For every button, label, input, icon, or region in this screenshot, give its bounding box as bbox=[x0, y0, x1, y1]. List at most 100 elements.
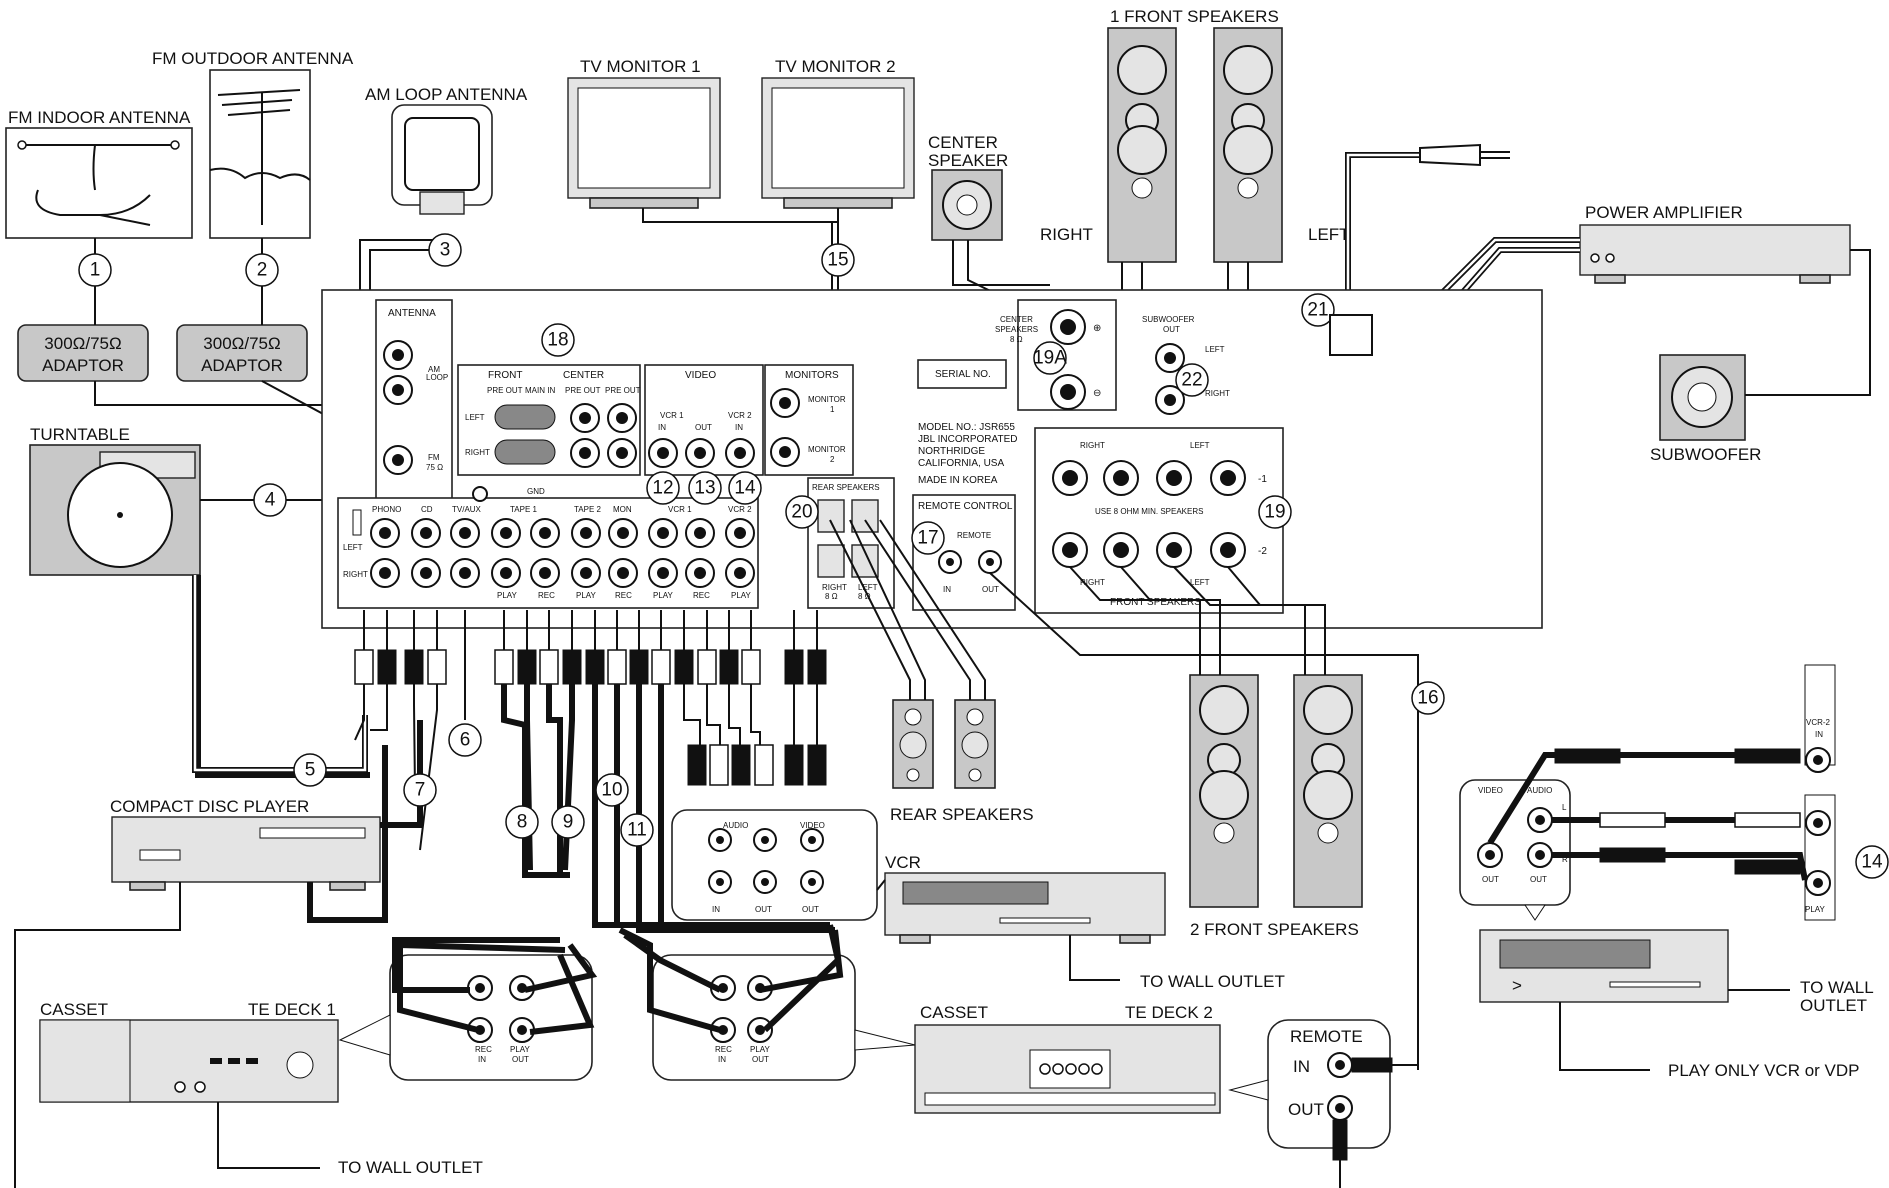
svg-text:RIGHT: RIGHT bbox=[1080, 578, 1105, 587]
callout-6: 6 bbox=[448, 723, 482, 757]
svg-text:SUBWOOFER: SUBWOOFER bbox=[1142, 315, 1195, 324]
svg-text:PRE OUT: PRE OUT bbox=[487, 386, 523, 395]
svg-text:PLAY: PLAY bbox=[510, 1045, 531, 1054]
callout-14: 14 bbox=[728, 471, 762, 505]
antenna-am-jacks bbox=[383, 340, 413, 405]
svg-text:TO WALL OUTLET: TO WALL OUTLET bbox=[338, 1158, 483, 1177]
svg-text:R: R bbox=[1562, 855, 1568, 864]
svg-text:REMOTE CONTROL: REMOTE CONTROL bbox=[918, 501, 1013, 512]
svg-text:15: 15 bbox=[827, 250, 848, 271]
svg-text:IN: IN bbox=[712, 905, 720, 914]
center-speaker: CENTER SPEAKER bbox=[928, 133, 1008, 241]
callout-8: 8 bbox=[505, 805, 539, 839]
svg-text:PLAY ONLY VCR or VDP: PLAY ONLY VCR or VDP bbox=[1668, 1061, 1859, 1080]
callout-9: 9 bbox=[551, 805, 585, 839]
input-jacks-bottom bbox=[370, 558, 755, 588]
svg-text:OUT: OUT bbox=[1163, 325, 1180, 334]
power-amplifier: POWER AMPLIFIER bbox=[1579, 203, 1851, 284]
adaptor-1: 300Ω/75Ω ADAPTOR bbox=[17, 324, 149, 382]
svg-text:LEFT: LEFT bbox=[465, 413, 485, 422]
svg-text:16: 16 bbox=[1417, 688, 1438, 709]
svg-text:TO WALL: TO WALL bbox=[1800, 978, 1874, 997]
vcr: VCR bbox=[884, 853, 1166, 944]
svg-text:10: 10 bbox=[601, 780, 622, 801]
svg-text:21: 21 bbox=[1307, 300, 1328, 321]
subwoofer: SUBWOOFER bbox=[1650, 354, 1761, 464]
callout-17: 17 bbox=[911, 521, 945, 555]
vcr2-connection: VIDEO AUDIO L R OUT OUT VCR-2 IN PLAY bbox=[1459, 664, 1836, 921]
svg-text:FRONT: FRONT bbox=[488, 370, 522, 381]
svg-text:PLAY: PLAY bbox=[576, 591, 597, 600]
svg-text:PLAY: PLAY bbox=[653, 591, 674, 600]
svg-text:2: 2 bbox=[257, 260, 268, 281]
svg-text:VCR 1: VCR 1 bbox=[660, 411, 684, 420]
svg-text:TE DECK 1: TE DECK 1 bbox=[248, 1000, 336, 1019]
svg-text:OUTLET: OUTLET bbox=[1800, 996, 1867, 1015]
svg-text:RIGHT: RIGHT bbox=[465, 448, 490, 457]
svg-text:SPEAKER: SPEAKER bbox=[928, 151, 1008, 170]
svg-text:PLAY: PLAY bbox=[750, 1045, 771, 1054]
svg-text:19A: 19A bbox=[1033, 348, 1067, 369]
svg-text:8 Ω: 8 Ω bbox=[1010, 335, 1023, 344]
svg-text:6: 6 bbox=[460, 730, 471, 751]
svg-text:8 Ω: 8 Ω bbox=[858, 592, 871, 601]
svg-text:VIDEO: VIDEO bbox=[800, 821, 825, 830]
svg-text:MADE IN KOREA: MADE IN KOREA bbox=[918, 475, 998, 486]
svg-text:IN: IN bbox=[658, 423, 666, 432]
svg-text:VCR: VCR bbox=[885, 853, 921, 872]
svg-text:TURNTABLE: TURNTABLE bbox=[30, 425, 130, 444]
svg-text:OUT: OUT bbox=[755, 905, 772, 914]
svg-text:PRE OUT: PRE OUT bbox=[565, 386, 601, 395]
svg-text:4: 4 bbox=[265, 490, 276, 511]
fm-outdoor-antenna-label: FM OUTDOOR ANTENNA bbox=[152, 49, 354, 68]
fm-indoor-antenna: FM INDOOR ANTENNA bbox=[5, 108, 193, 239]
svg-text:POWER AMPLIFIER: POWER AMPLIFIER bbox=[1585, 203, 1743, 222]
svg-text:1 FRONT SPEAKERS: 1 FRONT SPEAKERS bbox=[1110, 7, 1279, 26]
svg-text:12: 12 bbox=[652, 478, 673, 499]
svg-text:VCR-2: VCR-2 bbox=[1806, 718, 1831, 727]
svg-text:REAR SPEAKERS: REAR SPEAKERS bbox=[812, 483, 880, 492]
callout-7: 7 bbox=[403, 773, 437, 807]
cassette-deck-2: CASSET TE DECK 2 bbox=[914, 1003, 1221, 1114]
fm-indoor-antenna-label: FM INDOOR ANTENNA bbox=[8, 108, 191, 127]
svg-text:>: > bbox=[1512, 976, 1522, 995]
svg-text:MON: MON bbox=[613, 505, 632, 514]
tv-monitor-1: TV MONITOR 1 bbox=[567, 57, 721, 209]
svg-text:GND: GND bbox=[527, 487, 545, 496]
svg-text:TV MONITOR 1: TV MONITOR 1 bbox=[580, 57, 701, 76]
svg-text:1: 1 bbox=[830, 405, 835, 414]
cassette-deck-2-callout: REC IN PLAY OUT bbox=[652, 954, 916, 1081]
svg-text:18: 18 bbox=[547, 330, 568, 351]
svg-text:RIGHT: RIGHT bbox=[1080, 441, 1105, 450]
svg-text:9: 9 bbox=[563, 812, 574, 833]
svg-text:REC: REC bbox=[538, 591, 555, 600]
svg-text:14: 14 bbox=[734, 478, 756, 499]
svg-text:MONITOR: MONITOR bbox=[808, 395, 846, 404]
svg-text:MONITORS: MONITORS bbox=[785, 370, 839, 381]
callout-numbers: 1 2 3 4 5 6 7 8 9 10 11 12 13 14 15 16 1… bbox=[78, 233, 1889, 879]
svg-text:20: 20 bbox=[791, 502, 812, 523]
svg-text:IN: IN bbox=[943, 585, 951, 594]
svg-text:REMOTE: REMOTE bbox=[957, 531, 991, 540]
svg-text:ADAPTOR: ADAPTOR bbox=[201, 356, 283, 375]
svg-text:3: 3 bbox=[440, 240, 451, 261]
svg-text:IN: IN bbox=[718, 1055, 726, 1064]
callout-5: 5 bbox=[293, 753, 327, 787]
svg-text:IN: IN bbox=[1293, 1057, 1310, 1076]
svg-text:PLAY: PLAY bbox=[497, 591, 518, 600]
svg-text:SERIAL NO.: SERIAL NO. bbox=[935, 369, 991, 380]
svg-text:7: 7 bbox=[415, 780, 426, 801]
svg-text:TO WALL OUTLET: TO WALL OUTLET bbox=[1140, 972, 1285, 991]
svg-text:CENTER: CENTER bbox=[928, 133, 998, 152]
cassette-deck-1: CASSET TE DECK 1 bbox=[39, 1000, 339, 1103]
svg-text:11: 11 bbox=[627, 820, 647, 841]
svg-text:PLAY: PLAY bbox=[731, 591, 752, 600]
svg-text:AM: AM bbox=[428, 365, 440, 374]
callout-18: 18 bbox=[541, 323, 575, 357]
svg-text:IN: IN bbox=[735, 423, 743, 432]
svg-text:8: 8 bbox=[517, 812, 528, 833]
svg-text:OUT: OUT bbox=[1288, 1100, 1324, 1119]
svg-text:REC: REC bbox=[693, 591, 710, 600]
svg-text:LEFT: LEFT bbox=[1190, 578, 1210, 587]
fm-outdoor-antenna: FM OUTDOOR ANTENNA bbox=[152, 49, 354, 239]
